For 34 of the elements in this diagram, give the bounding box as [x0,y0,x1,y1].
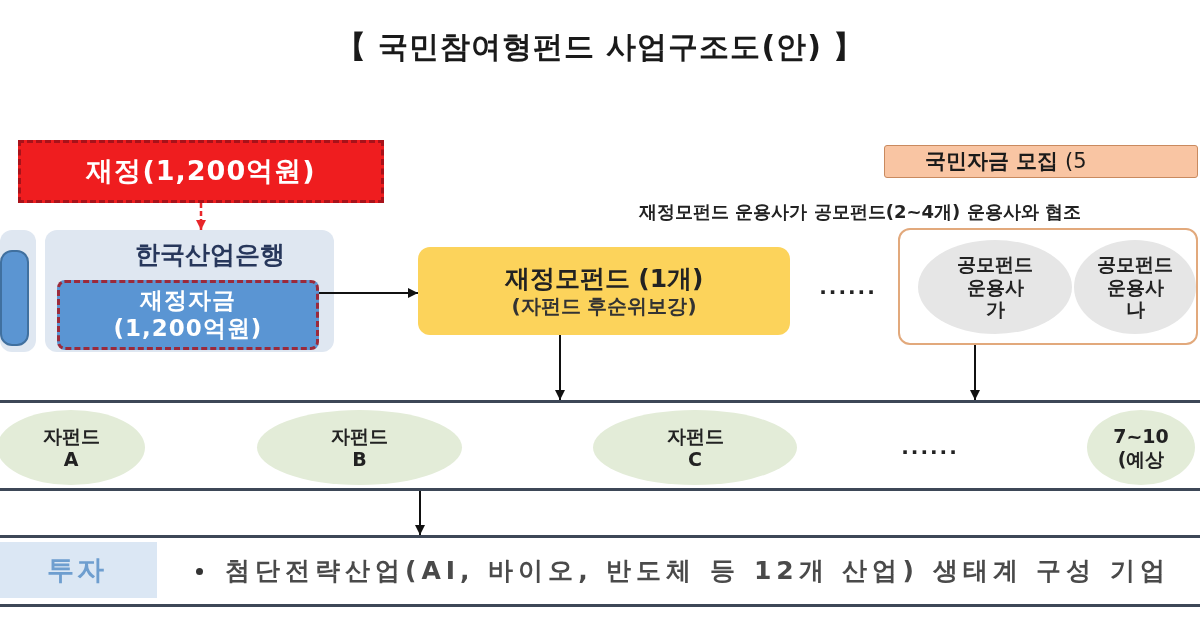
title: 【 국민참여형펀드 사업구조도(안) 】 [334,28,866,66]
ellipsis-text: ...... [818,274,878,301]
arrow [970,344,980,401]
arrow [415,490,425,536]
target-description: 첨단전략산업(AI, 바이오, 반도체 등 12개 산업) 생태계 구성 기업 [225,555,1170,588]
fund-title: 재정모펀드 (1개) [504,262,704,295]
sub-fund-label: 자펀드 B [331,424,388,471]
bank-panel [45,230,334,352]
arrow [318,288,419,298]
investment-label: 투자 [47,552,107,587]
manager-label: 공모펀드 운용사 가 [957,252,1033,322]
investment-tag [0,542,157,598]
bank-name: 한국산업은행 [134,242,285,267]
side-box [0,250,29,346]
fund-box [57,280,319,350]
manager-panel [898,228,1198,345]
ellipsis-text: ...... [900,434,960,461]
recruitment-text: 국민자금 모집 (5 [925,151,1087,172]
manager-label: 공모펀드 운용사 나 [1097,252,1173,322]
arrow [555,334,565,401]
side-panel [0,230,36,352]
sub-fund-label: 자펀드 A [42,424,100,471]
recruitment-box [884,145,1198,178]
fund-amount-text: 재정자금 (1,200억원) [113,287,263,343]
note-text: 재정모펀드 운용사가 공모펀드(2~4개) 운용사와 협조 [638,200,1082,224]
mother-fund-box [418,247,790,335]
sub-fund-band [0,400,1200,491]
investment-band [0,535,1200,607]
fund-subtitle: (자펀드 후순위보강) [511,294,697,320]
funding-box [18,140,384,203]
sub-fund-label: 자펀드 C [666,424,724,471]
funding-text: 재정(1,200억원) [86,154,316,189]
dashed-arrow [196,203,206,230]
sub-fund-label: 7~10 (예상 [1113,424,1169,471]
